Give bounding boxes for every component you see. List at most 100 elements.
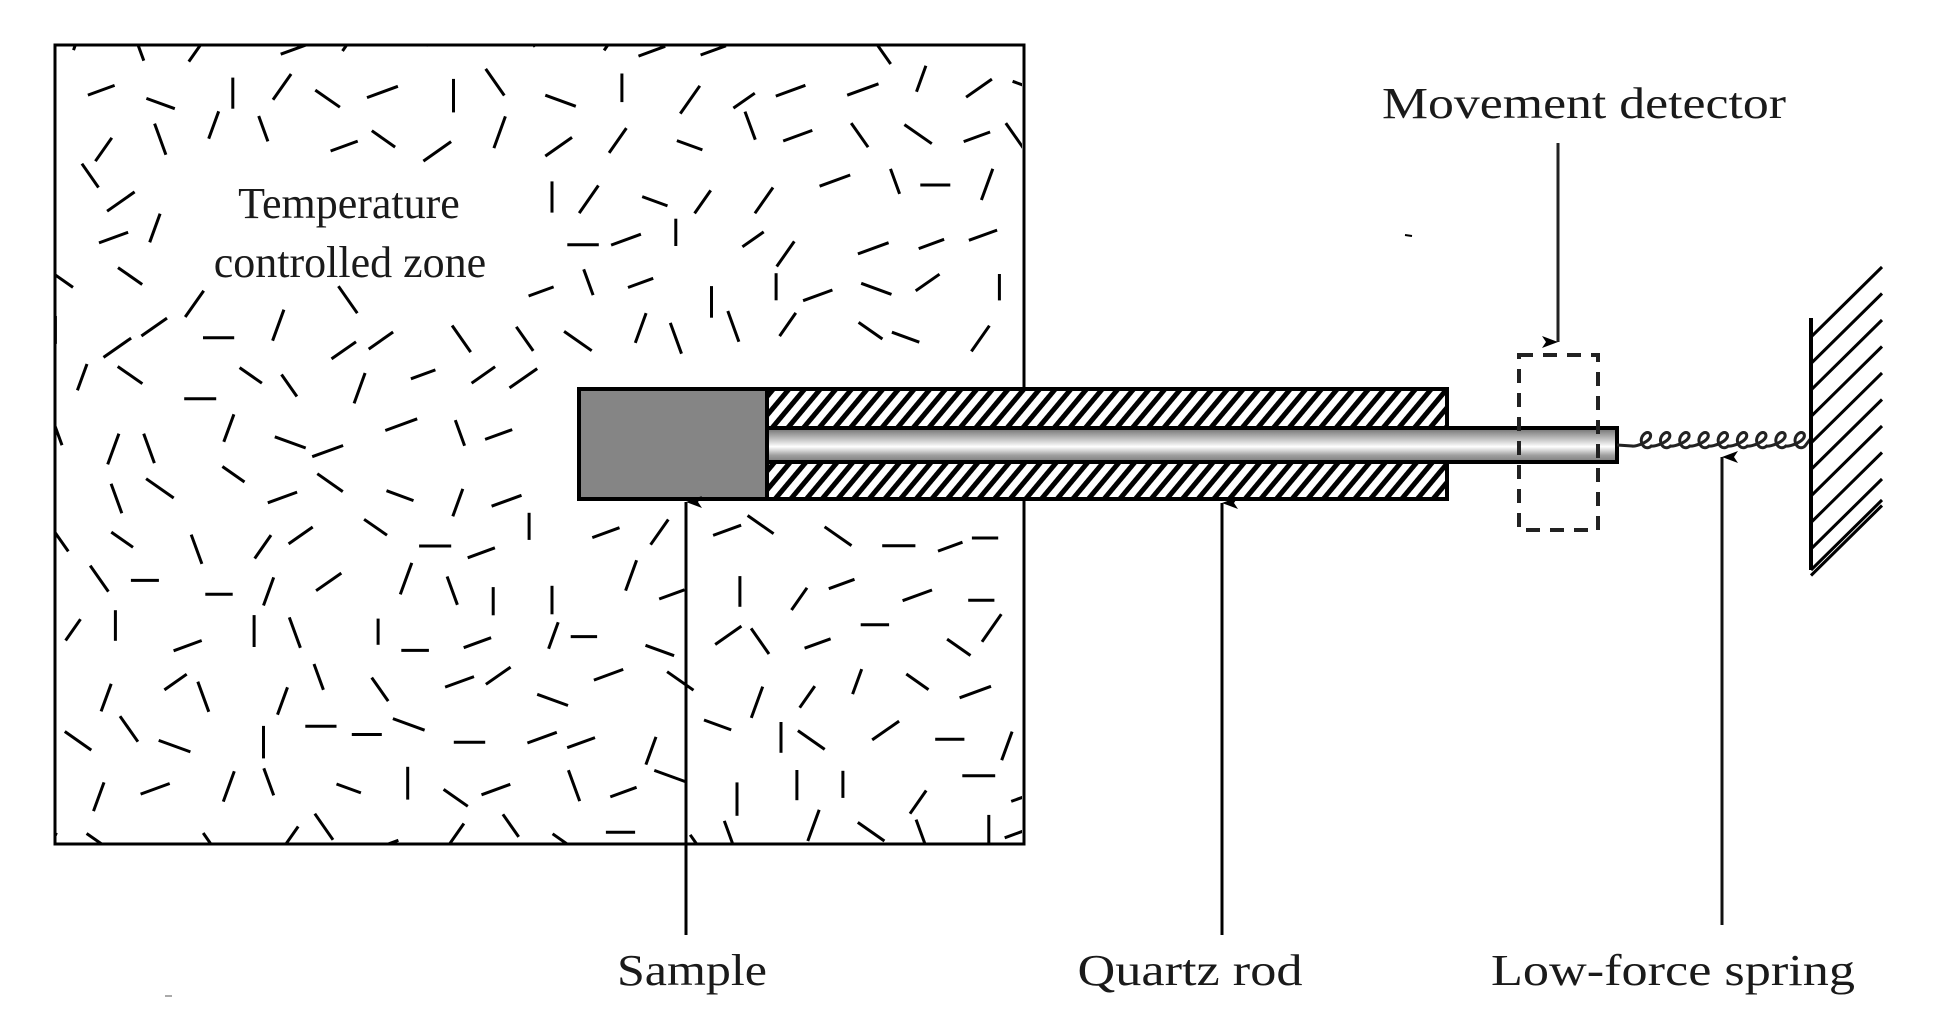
zone-label-line1: Temperature [238, 179, 460, 228]
texture-dash [189, 534, 204, 565]
texture-dash [1010, 795, 1022, 803]
texture-dash [846, 82, 880, 97]
texture-dash [422, 140, 452, 163]
texture-dash [688, 833, 698, 843]
texture-dash [528, 285, 555, 298]
texture-dash [644, 643, 675, 658]
texture-dash [410, 368, 436, 381]
texture-dash [746, 514, 775, 535]
texture-dash [153, 123, 168, 156]
texture-dash [644, 736, 658, 766]
texture-dash [163, 672, 188, 692]
texture-dash [566, 769, 582, 802]
sample [577, 387, 769, 501]
texture-dash [826, 21, 843, 45]
texture-dash [515, 325, 535, 352]
texture-dash [593, 667, 624, 682]
texture-dash [1050, 367, 1073, 383]
texture-dash [1004, 829, 1022, 840]
texture-dash [313, 812, 335, 841]
texture-dash [823, 525, 853, 547]
texture-dash [442, 788, 469, 808]
texture-dash [914, 272, 941, 293]
texture-dash [341, 46, 348, 52]
texture-dash [267, 490, 298, 505]
texture-dash [221, 465, 246, 484]
texture-dash [937, 540, 964, 553]
texture-dash [987, 22, 1003, 45]
texture-dash [501, 813, 520, 838]
texture-dash [743, 111, 757, 141]
texture-dash [804, 637, 832, 650]
texture-dash [370, 129, 396, 149]
texture-dash [262, 576, 276, 607]
texture-dash [610, 232, 642, 247]
texture-dash [136, 46, 146, 62]
texture-dash [444, 675, 475, 689]
texture-dash [484, 68, 506, 97]
texture-dash [352, 372, 367, 404]
texture-dash [158, 738, 191, 754]
texture-dash [145, 96, 176, 111]
texture-dash [56, 273, 74, 289]
texture-dash [782, 128, 813, 143]
texture-dash [637, 46, 666, 58]
texture-dash [633, 312, 648, 344]
texture-dash [963, 130, 991, 144]
texture-dash [467, 546, 496, 560]
texture-dash [712, 523, 742, 537]
spring [1616, 430, 1813, 450]
texture-dash [775, 83, 806, 98]
texture-dash [238, 366, 263, 385]
wall-hatch-line [1809, 292, 1884, 365]
texture-dash [485, 665, 512, 686]
texture-dash [775, 240, 796, 268]
texture-dash [145, 477, 175, 500]
texture-dash [140, 316, 168, 338]
texture-dash [398, 562, 414, 595]
texture-dash [19, 132, 45, 150]
texture-dash [148, 213, 162, 243]
texture-dash [222, 413, 236, 443]
wall-hatch-line [1809, 451, 1884, 524]
texture-dash [253, 534, 273, 560]
texture-dash [98, 230, 129, 245]
texture-dash [1034, 170, 1064, 181]
wall-hatch-line [1809, 345, 1884, 418]
texture-dash [80, 162, 100, 189]
texture-dash [330, 340, 357, 361]
texture-dash [110, 530, 134, 549]
texture-dash [749, 627, 771, 655]
speck [1404, 234, 1413, 237]
texture-dash [221, 770, 236, 803]
texture-dash [891, 330, 920, 344]
texture-dash [451, 488, 465, 517]
texture-dash [602, 46, 610, 52]
texture-dash [187, 46, 202, 63]
texture-dash [1057, 638, 1086, 649]
texture-dash [577, 184, 600, 214]
spring-label: Low-force spring [1491, 946, 1855, 995]
texture-dash [700, 46, 727, 57]
texture-dash [363, 518, 388, 537]
texture-dash [56, 424, 64, 446]
texture-dash [1030, 340, 1046, 363]
texture-dash [287, 525, 314, 546]
texture-dash [450, 324, 472, 353]
texture-dash [903, 123, 933, 145]
texture-dash [508, 367, 539, 390]
movement-detector [1517, 353, 1600, 532]
texture-dash [316, 472, 344, 493]
texture-dash [871, 719, 900, 742]
texture-dash [1047, 717, 1071, 734]
texture-dash [463, 636, 492, 650]
texture-dash [908, 789, 928, 815]
texture-dash [915, 65, 928, 93]
texture-dash [914, 819, 927, 843]
texture-dash [311, 444, 344, 459]
texture-dash [828, 577, 856, 591]
texture-dash [40, 231, 49, 256]
texture-dash [445, 575, 459, 606]
wall-hatch-line [1809, 398, 1884, 471]
wall-hatch-line [1809, 498, 1884, 572]
